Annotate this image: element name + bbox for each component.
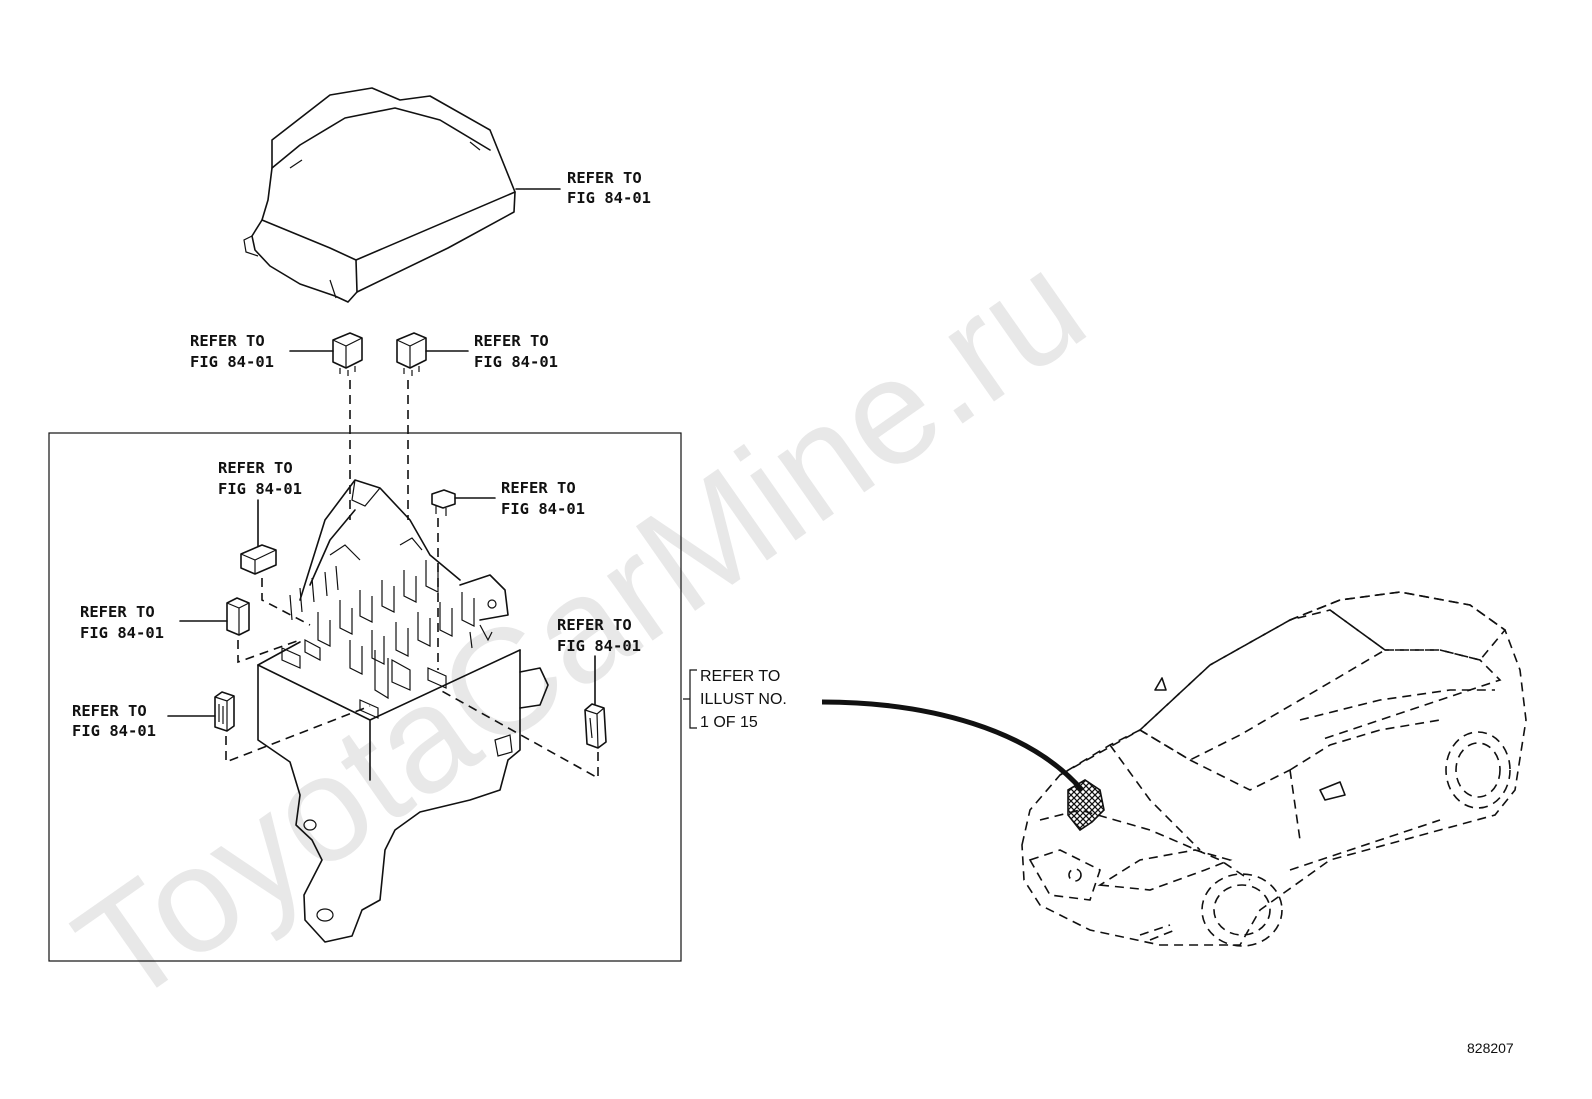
relay-upper-left-callout-line1: REFER TO — [218, 459, 293, 477]
relay-left-icon[interactable] — [332, 332, 363, 376]
illust-ref-bracket — [683, 669, 697, 729]
relay-left-callout-line1: REFER TO — [190, 332, 265, 350]
relay-mid-left-callout-line1: REFER TO — [80, 603, 155, 621]
relay-upper-left-guide — [261, 578, 311, 626]
cover-callout-line2: FIG 84-01 — [567, 189, 651, 207]
fuse-right-callout-line1: REFER TO — [557, 616, 632, 634]
fuse-lower-left-icon[interactable] — [214, 691, 235, 732]
fuse-block-icon[interactable] — [257, 479, 549, 943]
fuse-upper-right-callout-line1: REFER TO — [501, 479, 576, 497]
fuse-block-frame — [48, 432, 682, 962]
fuse-right-guide — [439, 689, 599, 780]
cover-callout-line1: REFER TO — [567, 169, 642, 187]
fuse-lower-left-guide — [225, 705, 371, 764]
relay-upper-left-callout-line2: FIG 84-01 — [218, 480, 302, 498]
fuse-upper-right-icon[interactable] — [431, 489, 456, 516]
relay-mid-left-guide — [237, 639, 301, 664]
relay-right-callout-line1: REFER TO — [474, 332, 549, 350]
fuse-box-cover-icon[interactable] — [243, 87, 516, 303]
relay-right-callout-line2: FIG 84-01 — [474, 353, 558, 371]
relay-left-callout-line2: FIG 84-01 — [190, 353, 274, 371]
relay-upper-left-icon[interactable] — [240, 544, 277, 575]
car-outline-icon — [1021, 591, 1527, 947]
illust-ref-line2: ILLUST NO. — [700, 691, 787, 708]
fuse-right-icon[interactable] — [584, 703, 607, 749]
location-pointer-line — [821, 699, 1084, 792]
hatched-location-icon — [1067, 779, 1105, 832]
figure-number: 828207 — [1467, 1040, 1514, 1056]
relay-mid-left-callout-line2: FIG 84-01 — [80, 624, 164, 642]
relay-right-icon[interactable] — [396, 332, 427, 376]
relay-mid-left-icon[interactable] — [226, 597, 250, 636]
fuse-lower-left-callout-line1: REFER TO — [72, 702, 147, 720]
fuse-right-callout-line2: FIG 84-01 — [557, 637, 641, 655]
fuse-lower-left-callout-line2: FIG 84-01 — [72, 722, 156, 740]
illust-ref-line3: 1 OF 15 — [700, 714, 758, 731]
illust-ref-line1: REFER TO — [700, 668, 780, 685]
fuse-upper-right-callout-line2: FIG 84-01 — [501, 500, 585, 518]
